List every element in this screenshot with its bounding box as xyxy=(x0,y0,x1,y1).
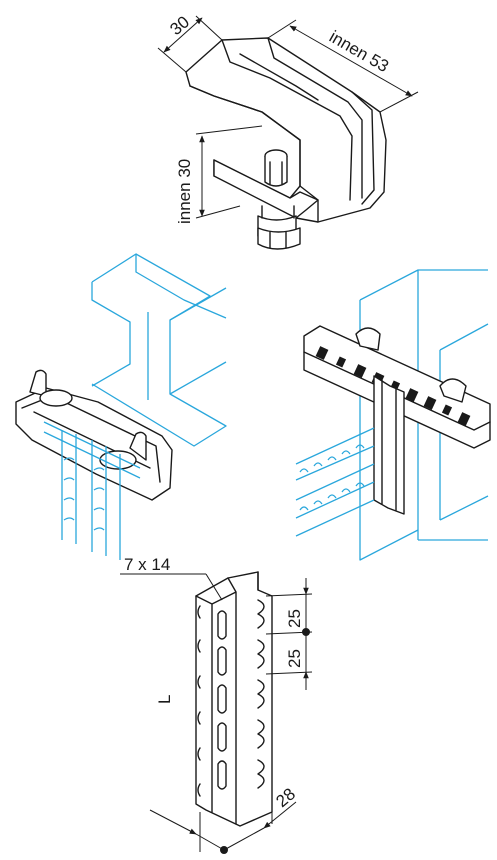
clamp-lower-jaw xyxy=(213,159,319,219)
mounting-right-drawing xyxy=(295,269,491,561)
dim-clamp-width-label: 30 xyxy=(166,12,193,39)
dim-clamp-inner-height: innen 30 xyxy=(175,125,263,224)
dim-clamp-inner-height-label: innen 30 xyxy=(175,159,194,224)
channel-clamp-left xyxy=(15,387,173,501)
beam-clamp-drawing xyxy=(185,37,387,250)
profile-body xyxy=(195,571,273,827)
mounting-left-drawing xyxy=(15,253,227,560)
steel-beam-left xyxy=(91,253,227,447)
dim-slot-pitch-a-label: 25 xyxy=(285,609,304,628)
dim-slot-pitch-b-label: 25 xyxy=(285,649,304,668)
dim-slot-pitch: 25 25 xyxy=(265,578,313,690)
vertical-profile-right xyxy=(373,375,405,515)
dim-length-label: L xyxy=(155,695,174,704)
slotted-profile-drawing xyxy=(195,571,273,827)
slotted-profile-right xyxy=(295,427,375,537)
dim-slot-size: 7 x 14 xyxy=(120,555,223,601)
dim-slot-size-label: 7 x 14 xyxy=(124,555,170,574)
slotted-profile-left xyxy=(61,430,121,560)
dim-length: L xyxy=(155,695,174,704)
dim-clamp-inner-width-label: innen 53 xyxy=(326,27,392,76)
dim-profile-width-label: 28 xyxy=(272,784,299,811)
